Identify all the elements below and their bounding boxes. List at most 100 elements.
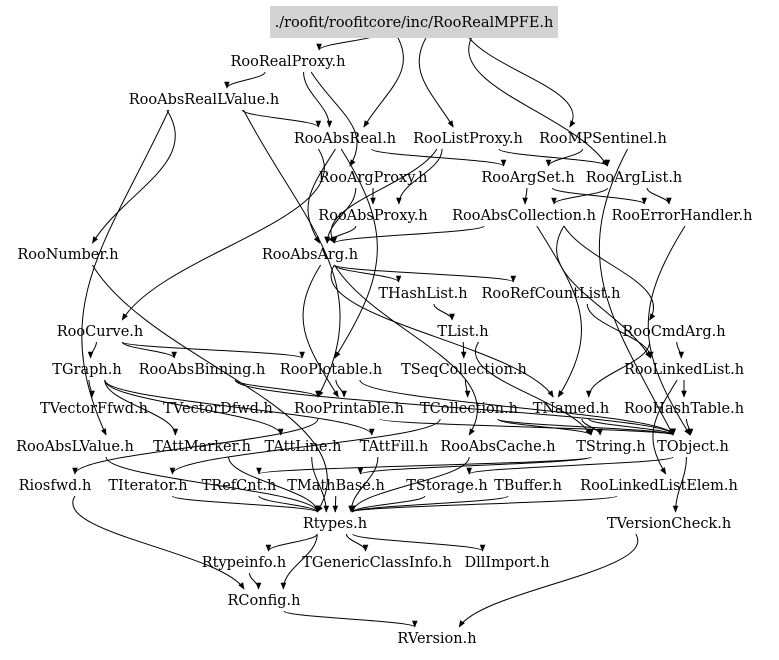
edge-rtypeinfo-to-rconfig [248, 572, 262, 590]
node-roo-number[interactable]: RooNumber.h [17, 247, 118, 263]
node-roo-printable[interactable]: RooPrintable.h [294, 401, 404, 417]
node-roo-cmd-arg[interactable]: RooCmdArg.h [622, 324, 725, 340]
node-rconfig[interactable]: RConfig.h [228, 593, 301, 609]
node-tobject[interactable]: TObject.h [657, 439, 729, 455]
edge-tbuffer-to-rtypes [350, 495, 509, 513]
node-tgeneric-class-info[interactable]: TGenericClassInfo.h [302, 555, 452, 571]
edge-roolistproxy-to-rooarglist [498, 148, 611, 167]
node-tbuffer[interactable]: TBuffer.h [494, 478, 562, 494]
edge-rooabscollection-to-roolinkedlist [556, 225, 652, 359]
node-rtypeinfo[interactable]: Rtypeinfo.h [202, 555, 287, 571]
node-dll-import[interactable]: DllImport.h [464, 555, 549, 571]
edge-rooerrorhandler-to-tobject [647, 225, 691, 436]
node-roo-abs-binning[interactable]: RooAbsBinning.h [139, 362, 266, 378]
edge-tstring-to-tmathbase [357, 456, 592, 475]
node-riosfwd[interactable]: Riosfwd.h [19, 478, 92, 494]
node-thash-list[interactable]: THashList.h [378, 286, 467, 302]
edge-tcollection-to-tstring [497, 418, 594, 436]
root-node-label[interactable]: ./roofit/roofitcore/inc/RooRealMPFE.h [275, 15, 554, 31]
edge-tlist-to-tstring [475, 341, 592, 436]
node-tvector-ffwd[interactable]: TVectorFfwd.h [40, 401, 148, 417]
edge-rooabsarg-to-thashlist [333, 264, 402, 283]
edge-rooarglist-to-rooerrorhandler [646, 187, 672, 205]
edge-tattline-to-rtypes [311, 456, 330, 513]
node-titerator[interactable]: TIterator.h [108, 478, 187, 494]
edge-rooabsreal-to-rooabsarg [307, 148, 336, 244]
node-tstorage[interactable]: TStorage.h [406, 478, 488, 494]
edge-tgraph-to-tattmarker [104, 379, 179, 436]
node-tseq-collection[interactable]: TSeqCollection.h [401, 362, 527, 378]
edge-rooabsreallvalue-to-roonumber [91, 109, 176, 244]
node-rversion[interactable]: RVersion.h [397, 631, 476, 647]
edge-rooprintable-to-riosfwd [72, 418, 319, 475]
edge-trefcnt-to-rtypes [258, 495, 320, 513]
edge-root-to-rooarglist [468, 32, 608, 167]
edge-rooabsarg-to-rooprintable [302, 264, 339, 398]
node-roo-linked-list[interactable]: RooLinkedList.h [624, 362, 744, 378]
edge-roohashtable-to-tobject [685, 418, 694, 436]
edge-rtypes-to-rtypeinfo [265, 533, 318, 552]
edge-rooabscollection-to-tnamed [536, 225, 582, 398]
edge-titerator-to-rtypes [171, 495, 320, 513]
edge-rooabsreal-to-rooargset [371, 148, 507, 167]
edge-rooplotable-to-tobject [359, 379, 676, 436]
node-roo-ref-count-list[interactable]: RooRefCountList.h [481, 286, 620, 302]
node-roo-abs-arg[interactable]: RooAbsArg.h [262, 247, 358, 263]
node-tmath-base[interactable]: TMathBase.h [287, 478, 385, 494]
edge-rooabsbinning-to-tobject [234, 379, 676, 436]
edge-tversioncheck-to-rversion [458, 533, 639, 628]
edge-rooabscollection-to-rooabsarg [331, 225, 485, 244]
node-roo-abs-real-lvalue[interactable]: RooAbsRealLValue.h [129, 92, 280, 108]
node-tlist[interactable]: TList.h [437, 324, 488, 340]
edge-roolistproxy-to-rooabsarg [328, 148, 438, 244]
node-rtypes[interactable]: Rtypes.h [303, 516, 367, 532]
edge-roorealproxy-to-rooabsreal [303, 71, 333, 128]
node-roo-plotable[interactable]: RooPlotable.h [280, 362, 382, 378]
node-tatt-marker[interactable]: TAttMarker.h [153, 439, 251, 455]
node-roo-list-proxy[interactable]: RooListProxy.h [413, 131, 523, 147]
edge-riosfwd-to-rconfig [72, 495, 245, 590]
edge-tgraph-to-tattfill [104, 379, 375, 436]
edge-roonumber-to-rtypes [91, 264, 328, 513]
node-roo-abs-collection[interactable]: RooAbsCollection.h [452, 208, 596, 224]
node-roo-abs-lvalue[interactable]: RooAbsLValue.h [16, 439, 134, 455]
edge-thashlist-to-tlist [433, 303, 455, 321]
node-roo-arg-list[interactable]: RooArgList.h [586, 170, 683, 186]
node-tgraph[interactable]: TGraph.h [52, 362, 121, 378]
node-tstring[interactable]: TString.h [576, 439, 646, 455]
node-roo-error-handler[interactable]: RooErrorHandler.h [612, 208, 753, 224]
node-tvector-dfwd[interactable]: TVectorDfwd.h [163, 401, 273, 417]
edge-tnamed-to-tstring [581, 418, 603, 436]
node-tcollection[interactable]: TCollection.h [420, 401, 518, 417]
node-tatt-line[interactable]: TAttLine.h [265, 439, 342, 455]
edge-rtypes-to-tgenericclassinfo [345, 533, 369, 552]
edge-rooplotable-to-rooprintable [335, 379, 347, 398]
node-roo-linked-list-elem[interactable]: RooLinkedListElem.h [580, 478, 738, 494]
edge-tseqcollection-to-tcollection [464, 379, 471, 398]
node-roo-arg-proxy[interactable]: RooArgProxy.h [319, 170, 428, 186]
nodes-layer: ./roofit/roofitcore/inc/RooRealMPFE.h Ro… [16, 6, 752, 647]
edge-roorefcountlist-to-roolinkedlist [586, 303, 654, 359]
edge-roocurve-to-rooabsbinning [121, 341, 177, 359]
node-roo-mpsentinel[interactable]: RooMPSentinel.h [539, 131, 667, 147]
edge-roocmdarg-to-roolinkedlist [676, 341, 685, 359]
edge-tcollection-to-tobject [497, 418, 676, 436]
node-roo-real-proxy[interactable]: RooRealProxy.h [231, 54, 346, 70]
node-roo-hash-table[interactable]: RooHashTable.h [624, 401, 744, 417]
root-node-box[interactable] [270, 6, 558, 38]
edge-rtypes-to-rconfig [280, 533, 318, 590]
node-roo-abs-proxy[interactable]: RooAbsProxy.h [318, 208, 427, 224]
edge-rooabsarg-to-rooabscache [333, 264, 478, 436]
node-tref-cnt[interactable]: TRefCnt.h [202, 478, 277, 494]
node-tatt-fill[interactable]: TAttFill.h [360, 439, 429, 455]
node-roo-curve[interactable]: RooCurve.h [57, 324, 143, 340]
edge-tobject-to-tversioncheck [672, 456, 687, 513]
edge-tobject-to-tstorage [466, 456, 674, 475]
node-roo-abs-real[interactable]: RooAbsReal.h [294, 131, 396, 147]
edge-root-to-rooabsreal [363, 32, 404, 128]
node-roo-abs-cache[interactable]: RooAbsCache.h [440, 439, 555, 455]
node-tversion-check[interactable]: TVersionCheck.h [607, 516, 731, 532]
edge-rooabsarg-to-roorefcountlist [333, 264, 516, 283]
node-roo-arg-set[interactable]: RooArgSet.h [481, 170, 574, 186]
node-tnamed[interactable]: TNamed.h [533, 401, 610, 417]
